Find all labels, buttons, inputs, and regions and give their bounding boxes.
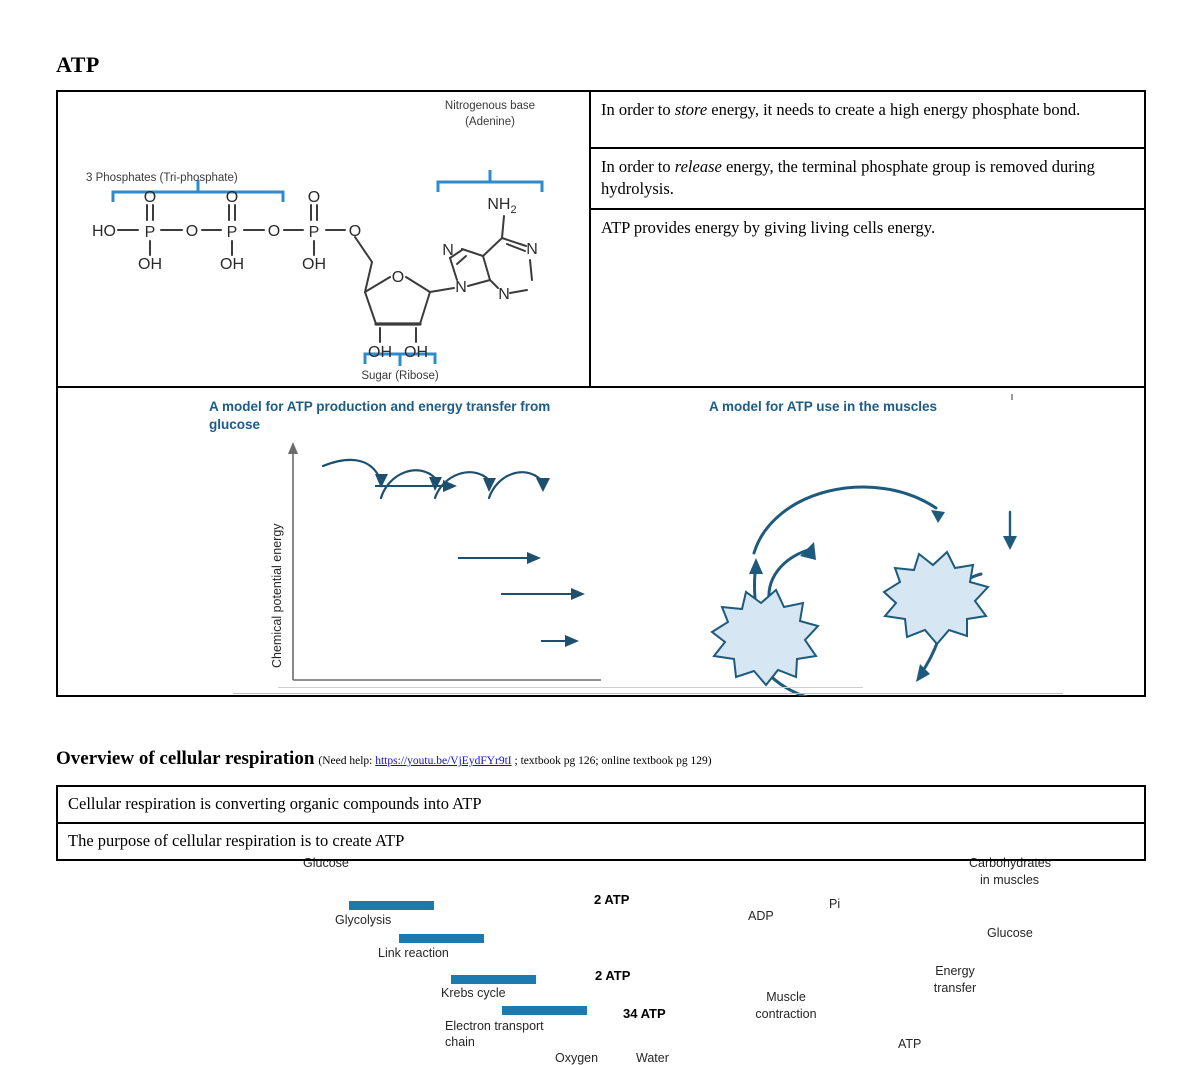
svg-text:O: O [268,223,280,240]
fact-release-energy: In order to release energy, the terminal… [591,149,1144,210]
output-atp-glycolysis: 2 ATP [594,892,630,907]
svg-text:O: O [308,189,320,206]
svg-text:P: P [309,224,320,241]
label-oxygen: Oxygen [555,1051,599,1065]
atp-facts-cell: In order to store energy, it needs to cr… [591,92,1144,386]
atp-structure-svg: HO P P P O O O OH OH OH O O O O OH OH N N N N NH2 [92,170,544,366]
svg-text:N: N [498,286,510,303]
svg-text:O: O [144,189,156,206]
table-row: Cellular respiration is converting organ… [58,787,1144,824]
nitrogenous-base-label-line2: (Adenine) [465,116,515,128]
fact-atp-provides-energy: ATP provides energy by giving living cel… [601,217,936,237]
bar-krebs-cycle [451,975,536,984]
svg-text:OH: OH [302,256,326,273]
table-row: The purpose of cellular respiration is t… [68,831,405,850]
svg-text:N: N [455,279,467,296]
label-krebs-cycle: Krebs cycle [441,986,506,1000]
node-energy-transfer-line2: transfer [933,981,977,995]
svg-text:NH2: NH2 [487,196,516,216]
fact-store-energy: In order to store energy, it needs to cr… [591,92,1144,149]
figure-tick-mark [1011,394,1013,400]
atp-molecule-cell: HO P P P O O O OH OH OH O O O O OH OH N N N N NH2 [58,92,591,386]
energy-transfer-node-shape [882,550,990,646]
svg-text:N: N [526,241,538,258]
output-atp-etc: 34 ATP [623,1006,666,1021]
node-energy-transfer-line1: Energy [935,964,975,978]
svg-text:O: O [349,223,361,240]
bar-link-reaction [399,934,484,943]
nitrogenous-base-label-line1: Nitrogenous base [444,100,536,112]
svg-text:OH: OH [368,344,392,361]
atp-table: HO P P P O O O OH OH OH O O O O OH OH N N N N NH2 [56,90,1146,1065]
label-pi: Pi [829,897,841,911]
atp-molecule-diagram: HO P P P O O O OH OH OH O O O O OH OH N N N N NH2 [58,92,591,386]
muscle-contraction-node-shape [710,588,820,687]
label-atp: ATP [898,1037,922,1051]
atp-table-row-diagrams: A model for ATP production and energy tr… [58,386,1144,1065]
svg-text:N: N [442,242,454,259]
section2-note-prefix: (Need help: [318,755,376,767]
svg-text:O: O [392,269,404,286]
atp-muscle-cycle-svg [710,485,1017,696]
output-atp-krebs: 2 ATP [595,968,631,983]
label-water: Water [636,1051,669,1065]
chart-title-atp-use-muscles: A model for ATP use in the muscles [709,399,938,414]
label-glycolysis: Glycolysis [335,913,392,927]
sugar-ribose-label: Sugar (Ribose) [361,370,439,382]
svg-text:P: P [227,224,238,241]
svg-text:O: O [226,189,238,206]
atp-table-row-top: HO P P P O O O OH OH OH O O O O OH OH N N N N NH2 [58,92,1144,386]
section2-note-suffix: ; textbook pg 126; online textbook pg 12… [511,755,712,767]
atp-production-chart-svg [288,442,601,681]
bar-electron-transport-chain [502,1006,587,1015]
label-adp: ADP [748,909,774,923]
page-title: ATP [56,52,100,77]
y-axis-arrowhead [288,442,298,454]
section-heading-cellular-respiration: Overview of cellular respiration (Need h… [56,748,712,770]
node-muscle-contraction-line2: contraction [755,1007,817,1021]
figure-baseline-full [233,693,1063,694]
label-electron-transport-chain: Electron transport chain [445,1019,544,1049]
svg-text:O: O [186,223,198,240]
youtube-help-link[interactable]: https://youtu.be/VjEydFYr9tI [375,755,512,767]
label-link-reaction: Link reaction [378,946,449,960]
atp-models-cell: A model for ATP production and energy tr… [58,388,1144,1065]
chart-title-atp-production: A model for ATP production and energy tr… [209,399,551,432]
bar-glycolysis [349,901,434,910]
cellular-respiration-table: Cellular respiration is converting organ… [56,785,1146,861]
svg-text:OH: OH [220,256,244,273]
phosphates-label: 3 Phosphates (Tri-phosphate) [86,172,238,184]
chart-y-axis-label: Chemical potential energy [270,523,284,668]
node-muscle-contraction-line1: Muscle [766,990,806,1004]
svg-text:OH: OH [138,256,162,273]
svg-text:OH: OH [404,344,428,361]
section2-title: Overview of cellular respiration [56,748,315,769]
label-glucose-muscle: Glucose [987,926,1033,940]
figure-baseline-left [278,687,863,688]
document-page: ATP [56,52,1146,1065]
label-carbohydrates-line2: in muscles [980,873,1040,887]
svg-text:HO: HO [92,223,116,240]
svg-text:P: P [145,224,156,241]
